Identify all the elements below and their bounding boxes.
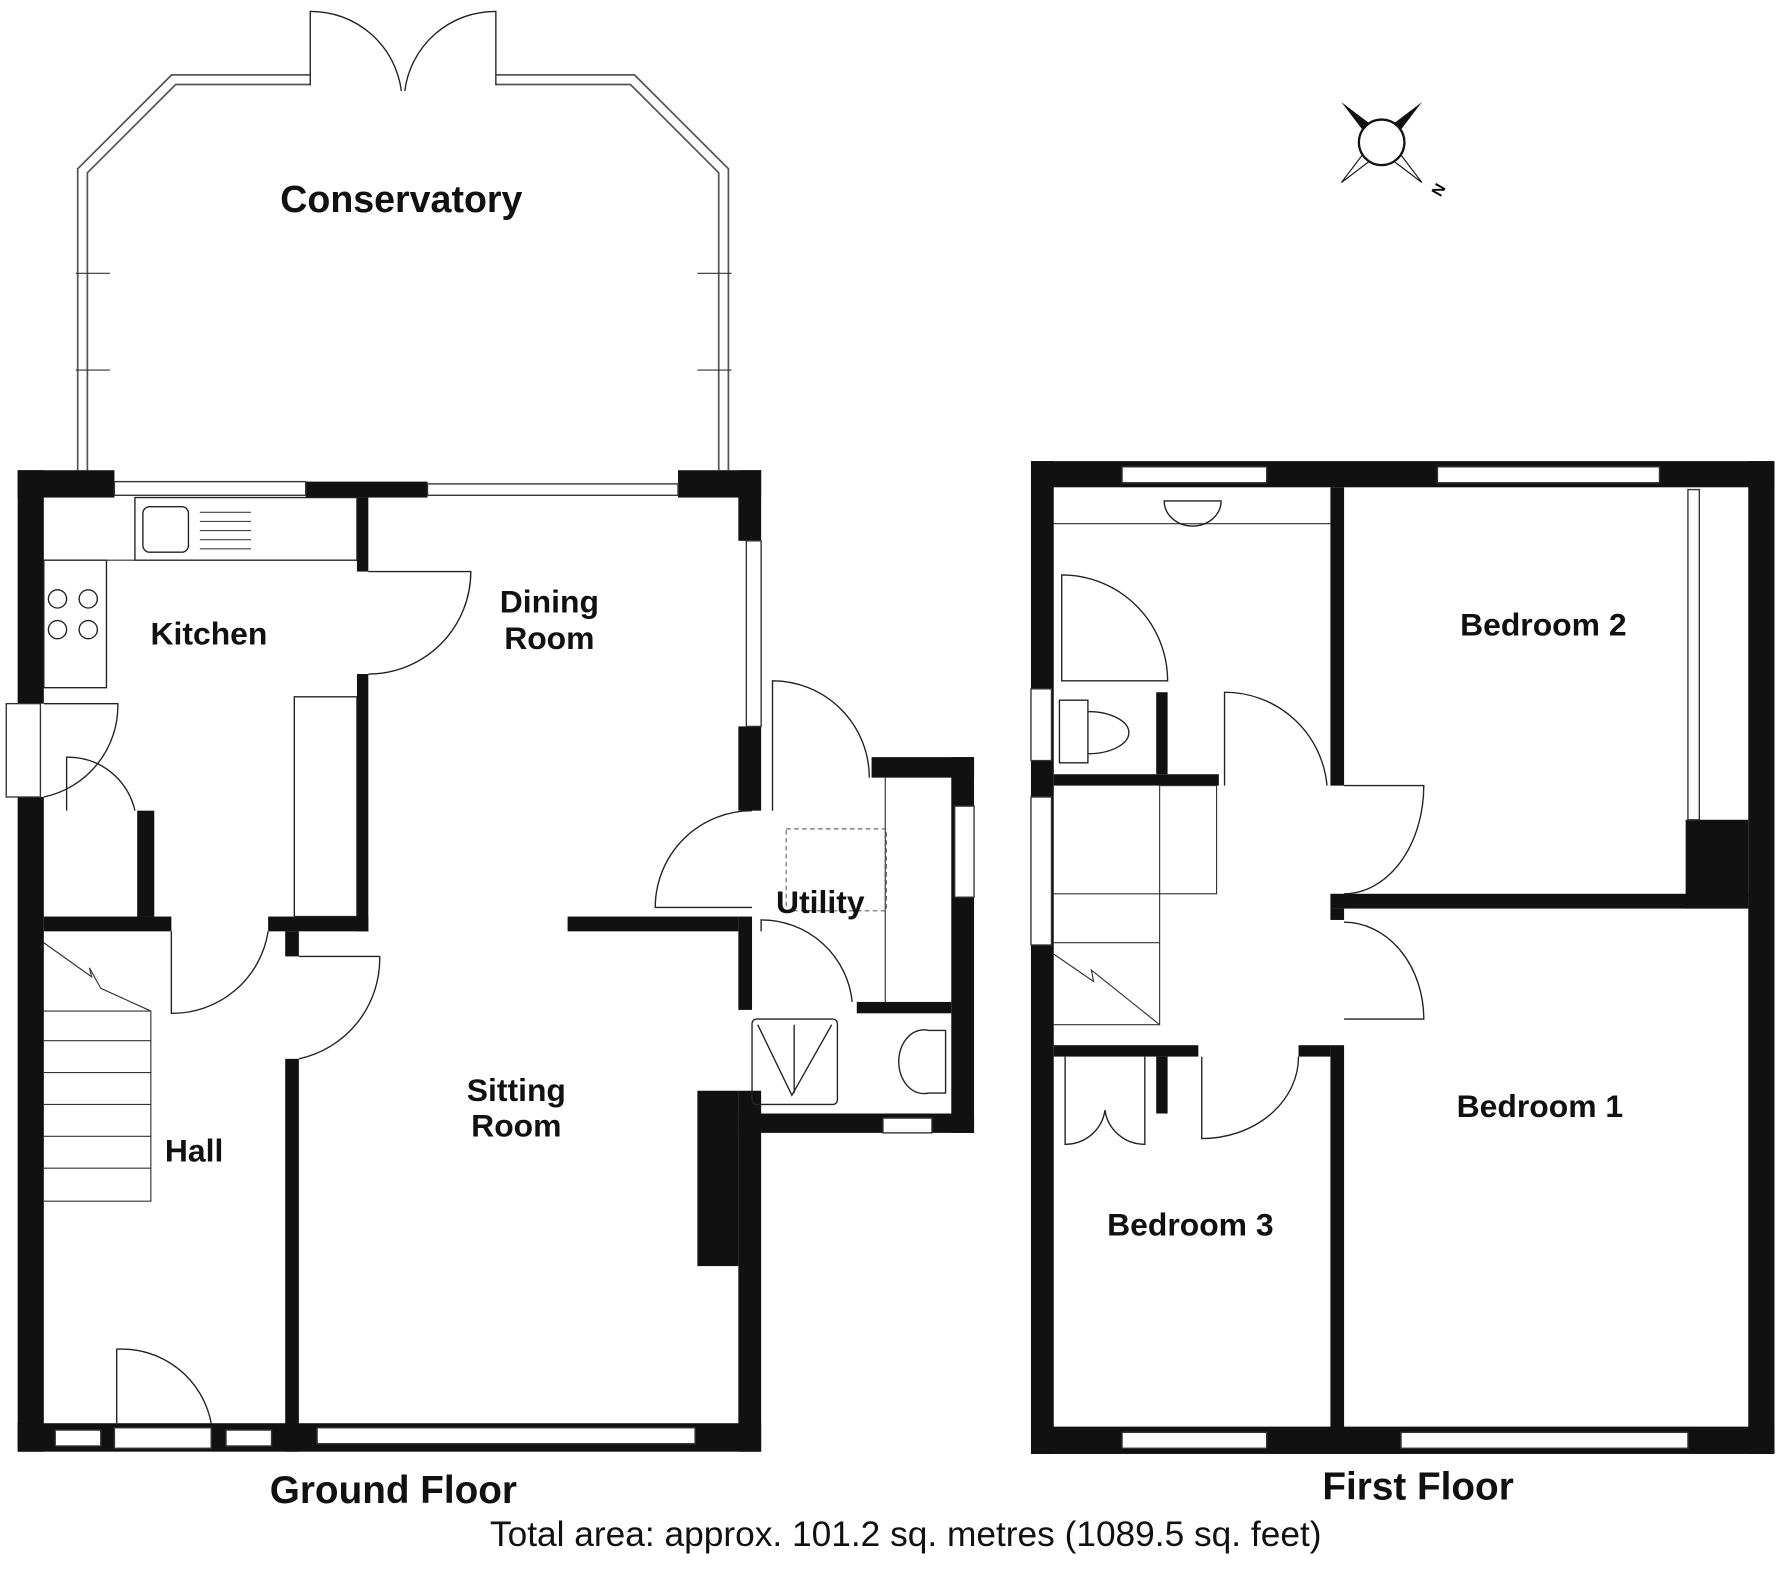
door-swing — [760, 919, 853, 1003]
ground-floor-title: Ground Floor — [270, 1469, 517, 1512]
door-swing — [1223, 691, 1328, 786]
room-label-utility: Utility — [776, 884, 865, 920]
stairs — [43, 942, 152, 1202]
door-swing — [116, 1348, 212, 1424]
compass-north-label: N — [1429, 181, 1449, 199]
basin-icon — [1163, 500, 1222, 527]
door-swing — [1344, 921, 1425, 1020]
room-label-dining: Dining — [500, 584, 599, 620]
toilet-icon — [898, 1029, 947, 1095]
ground-floor-walls — [5, 470, 975, 1452]
stairs — [1053, 785, 1218, 1026]
hob-counter — [43, 559, 108, 689]
room-label-bedroom-2: Bedroom 2 — [1460, 606, 1627, 642]
first-floor-title: First Floor — [1322, 1465, 1513, 1508]
room-label-conservatory: Conservatory — [280, 178, 522, 220]
door-swing — [654, 809, 753, 909]
total-area: Total area: approx. 101.2 sq. metres (10… — [490, 1515, 1322, 1554]
room-label-bedroom-3: Bedroom 3 — [1107, 1206, 1274, 1242]
french-door-left — [309, 10, 403, 92]
door-swing — [1201, 1056, 1300, 1140]
room-label-kitchen: Kitchen — [150, 615, 267, 651]
ground-floor-fittings — [43, 496, 947, 1424]
first-floor-walls — [1030, 461, 1775, 1454]
door-swing — [43, 702, 119, 798]
corner-shower-icon — [1061, 574, 1169, 682]
wardrobe-doors — [1064, 1056, 1146, 1145]
door-swing — [170, 931, 269, 1015]
door-swing — [298, 955, 381, 1060]
room-label-dining-room: Room — [504, 620, 594, 656]
kitchen-unit — [293, 696, 358, 918]
door-swing — [65, 756, 136, 811]
room-label-sitting-room: Room — [471, 1107, 561, 1143]
room-label-sitting: Sitting — [467, 1072, 566, 1108]
room-label-bedroom-1: Bedroom 1 — [1457, 1088, 1623, 1124]
conservatory-frame — [75, 10, 732, 471]
hob-icon — [47, 589, 99, 640]
appliance-space — [785, 828, 887, 912]
first-floor-fittings — [1053, 500, 1425, 1145]
sink-icon — [142, 505, 190, 553]
door-swing — [771, 680, 870, 811]
shower-tray-icon — [751, 1018, 839, 1106]
room-label-hall: Hall — [165, 1132, 223, 1168]
french-door-right — [404, 10, 497, 92]
door-swing — [1344, 784, 1425, 895]
compass-icon — [1340, 102, 1423, 184]
toilet-icon — [1058, 699, 1130, 764]
door-swing — [368, 570, 472, 675]
